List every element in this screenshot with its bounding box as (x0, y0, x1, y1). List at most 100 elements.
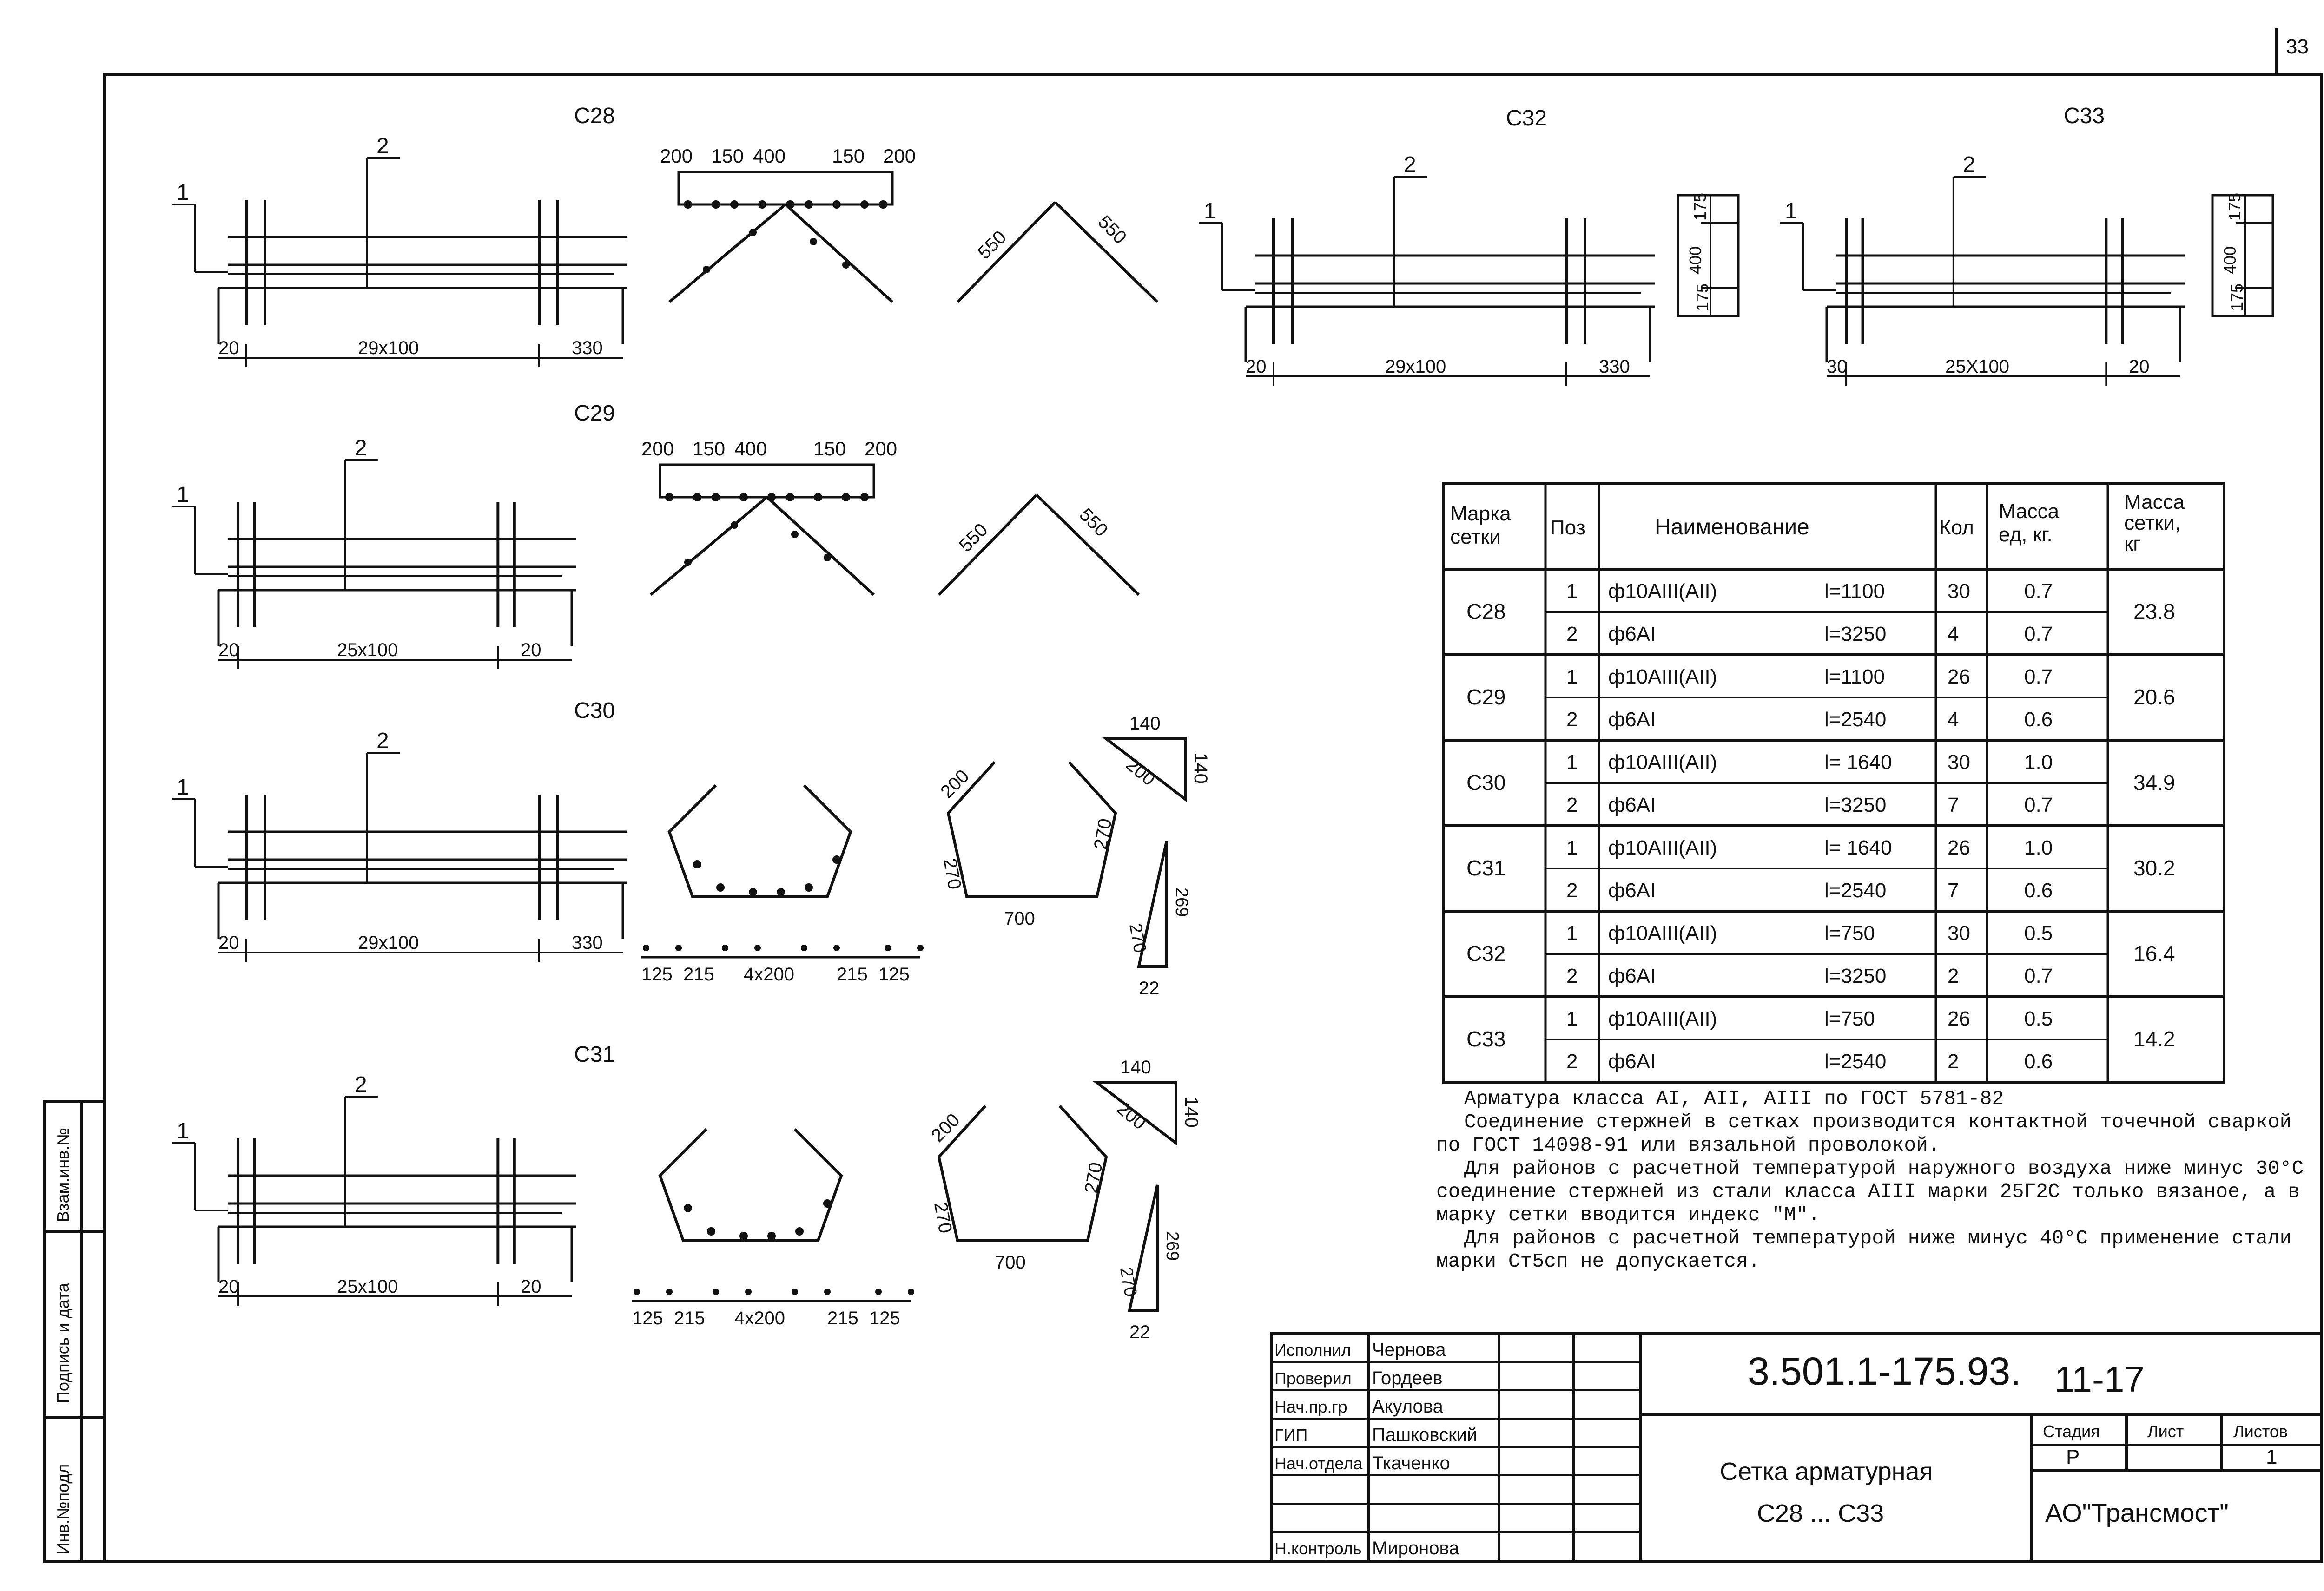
dimension-middle: 25х100 (337, 1276, 398, 1297)
section-dim-bottom: 175 (1693, 283, 1712, 311)
item-unit-mass: 0.6 (2024, 1050, 2053, 1073)
rod-dot (675, 945, 682, 951)
rod-dot (832, 200, 841, 209)
item-length: l=750 (1824, 922, 1875, 945)
dimension-middle: 29х100 (1385, 356, 1446, 377)
header-mesh-mass: Масса (2124, 491, 2185, 513)
rod-dot (707, 1227, 715, 1236)
mesh-mark: С30 (574, 698, 615, 723)
rod-dot (739, 1232, 748, 1240)
header-qty: Кол (1939, 516, 1974, 539)
callout-2: 2 (376, 134, 389, 158)
rod-dot (749, 888, 757, 896)
section-dim-top: 175 (1690, 193, 1710, 221)
rod-dot (634, 1289, 640, 1295)
row-mesh-mass: 16.4 (2133, 941, 2175, 966)
doc-part: 11-17 (2054, 1359, 2145, 1400)
dimension-left: 20 (218, 338, 239, 358)
rod-dot (908, 1289, 914, 1295)
section-dim-bottom: 175 (2227, 283, 2246, 311)
header-unit-mass-2: ед, кг. (1999, 523, 2053, 546)
note-2: Соединение стержней в сетках производитс… (1436, 1111, 2292, 1157)
rod-dot (731, 521, 738, 529)
stage-value: Р (2066, 1446, 2080, 1468)
dimension-right: 20 (2129, 356, 2150, 377)
rod-dot (875, 1289, 882, 1295)
item-length: l=750 (1824, 1007, 1875, 1030)
item-length: l=3250 (1824, 794, 1886, 816)
note-4: Для районов с расчетной температурой ниж… (1436, 1227, 2292, 1273)
item-name: ф10АIII(АII) (1608, 580, 1717, 603)
row-mark: С28 (1466, 599, 1505, 624)
rod-dot (777, 888, 785, 896)
rod-dot (693, 860, 701, 868)
dimension-right: 330 (572, 933, 603, 953)
tb-name: Миронова (1372, 1538, 1459, 1558)
bent-bar (956, 201, 1056, 303)
pent-left: 270 (930, 1201, 956, 1235)
strip-dim: 125 (878, 964, 910, 985)
pentagon-outline (946, 761, 1117, 898)
rod-dot (693, 493, 701, 501)
row-mesh-mass: 34.9 (2133, 770, 2175, 795)
rod-dot (767, 1232, 776, 1240)
row-mesh-mass: 14.2 (2133, 1027, 2175, 1051)
side-stamp-sign: Подпись и дата (53, 1282, 73, 1403)
stage-label: Стадия (2043, 1422, 2100, 1441)
item-pos: 1 (1566, 751, 1578, 774)
dimension-right: 330 (1599, 356, 1630, 377)
row-mesh-mass: 23.8 (2133, 599, 2175, 624)
callout-1: 1 (177, 482, 189, 507)
item-pos: 2 (1566, 794, 1578, 816)
dimension-middle: 29х100 (358, 338, 419, 358)
side-stamp-replace: Взам.инв.№ (53, 1128, 73, 1222)
rod-dot (810, 238, 817, 245)
dimension-middle: 25х100 (337, 640, 398, 660)
header-pos: Поз (1550, 516, 1585, 539)
pent-bottom: 700 (1004, 908, 1035, 929)
callout-2: 2 (376, 729, 389, 753)
sheets-value: 1 (2266, 1446, 2277, 1468)
rod-dot (805, 883, 813, 892)
triangle-2 (1137, 841, 1168, 968)
dimension-left: 20 (1246, 356, 1267, 377)
rod-dot (832, 855, 841, 864)
strip-dim: 215 (674, 1308, 705, 1328)
rod-dot (879, 200, 887, 209)
mesh-mark: С33 (2064, 104, 2105, 128)
rod-dot (801, 945, 807, 951)
bent-bar (668, 203, 786, 303)
header-name: Наименование (1655, 515, 1809, 539)
item-unit-mass: 1.0 (2024, 836, 2053, 859)
row-mesh-mass: 30.2 (2133, 856, 2175, 880)
strip-dim: 215 (827, 1308, 858, 1328)
rod-dot (666, 1289, 673, 1295)
item-length: l=3250 (1824, 965, 1886, 987)
triangle-1-b: 140 (1190, 753, 1211, 784)
section-dim-top: 175 (2225, 193, 2244, 221)
item-qty: 26 (1948, 836, 1970, 859)
dimension-left: 30 (1827, 356, 1848, 377)
item-name: ф10АIII(АII) (1608, 665, 1717, 688)
note-1: Арматура класса AI, AII, AIII по ГОСТ 57… (1464, 1087, 2004, 1110)
triangle-1-b: 140 (1181, 1097, 1202, 1128)
rod-dot (703, 266, 710, 273)
callout-1: 1 (177, 180, 189, 205)
rod-dot (792, 1289, 798, 1295)
callout-1: 1 (1785, 199, 1797, 224)
side-stamp (43, 1100, 106, 1563)
item-length: l=1100 (1824, 665, 1885, 688)
tb-name: Чернова (1372, 1340, 1446, 1360)
item-length: l= 1640 (1824, 836, 1892, 859)
tb-role: Н.контроль (1274, 1539, 1362, 1558)
strip-dim: 200 (660, 145, 693, 167)
item-length: l=2540 (1824, 708, 1886, 731)
doc-code: 3.501.1-175.93. (1748, 1349, 2021, 1393)
bent-side-a: 550 (955, 519, 991, 556)
strip-dim: 215 (837, 964, 868, 985)
